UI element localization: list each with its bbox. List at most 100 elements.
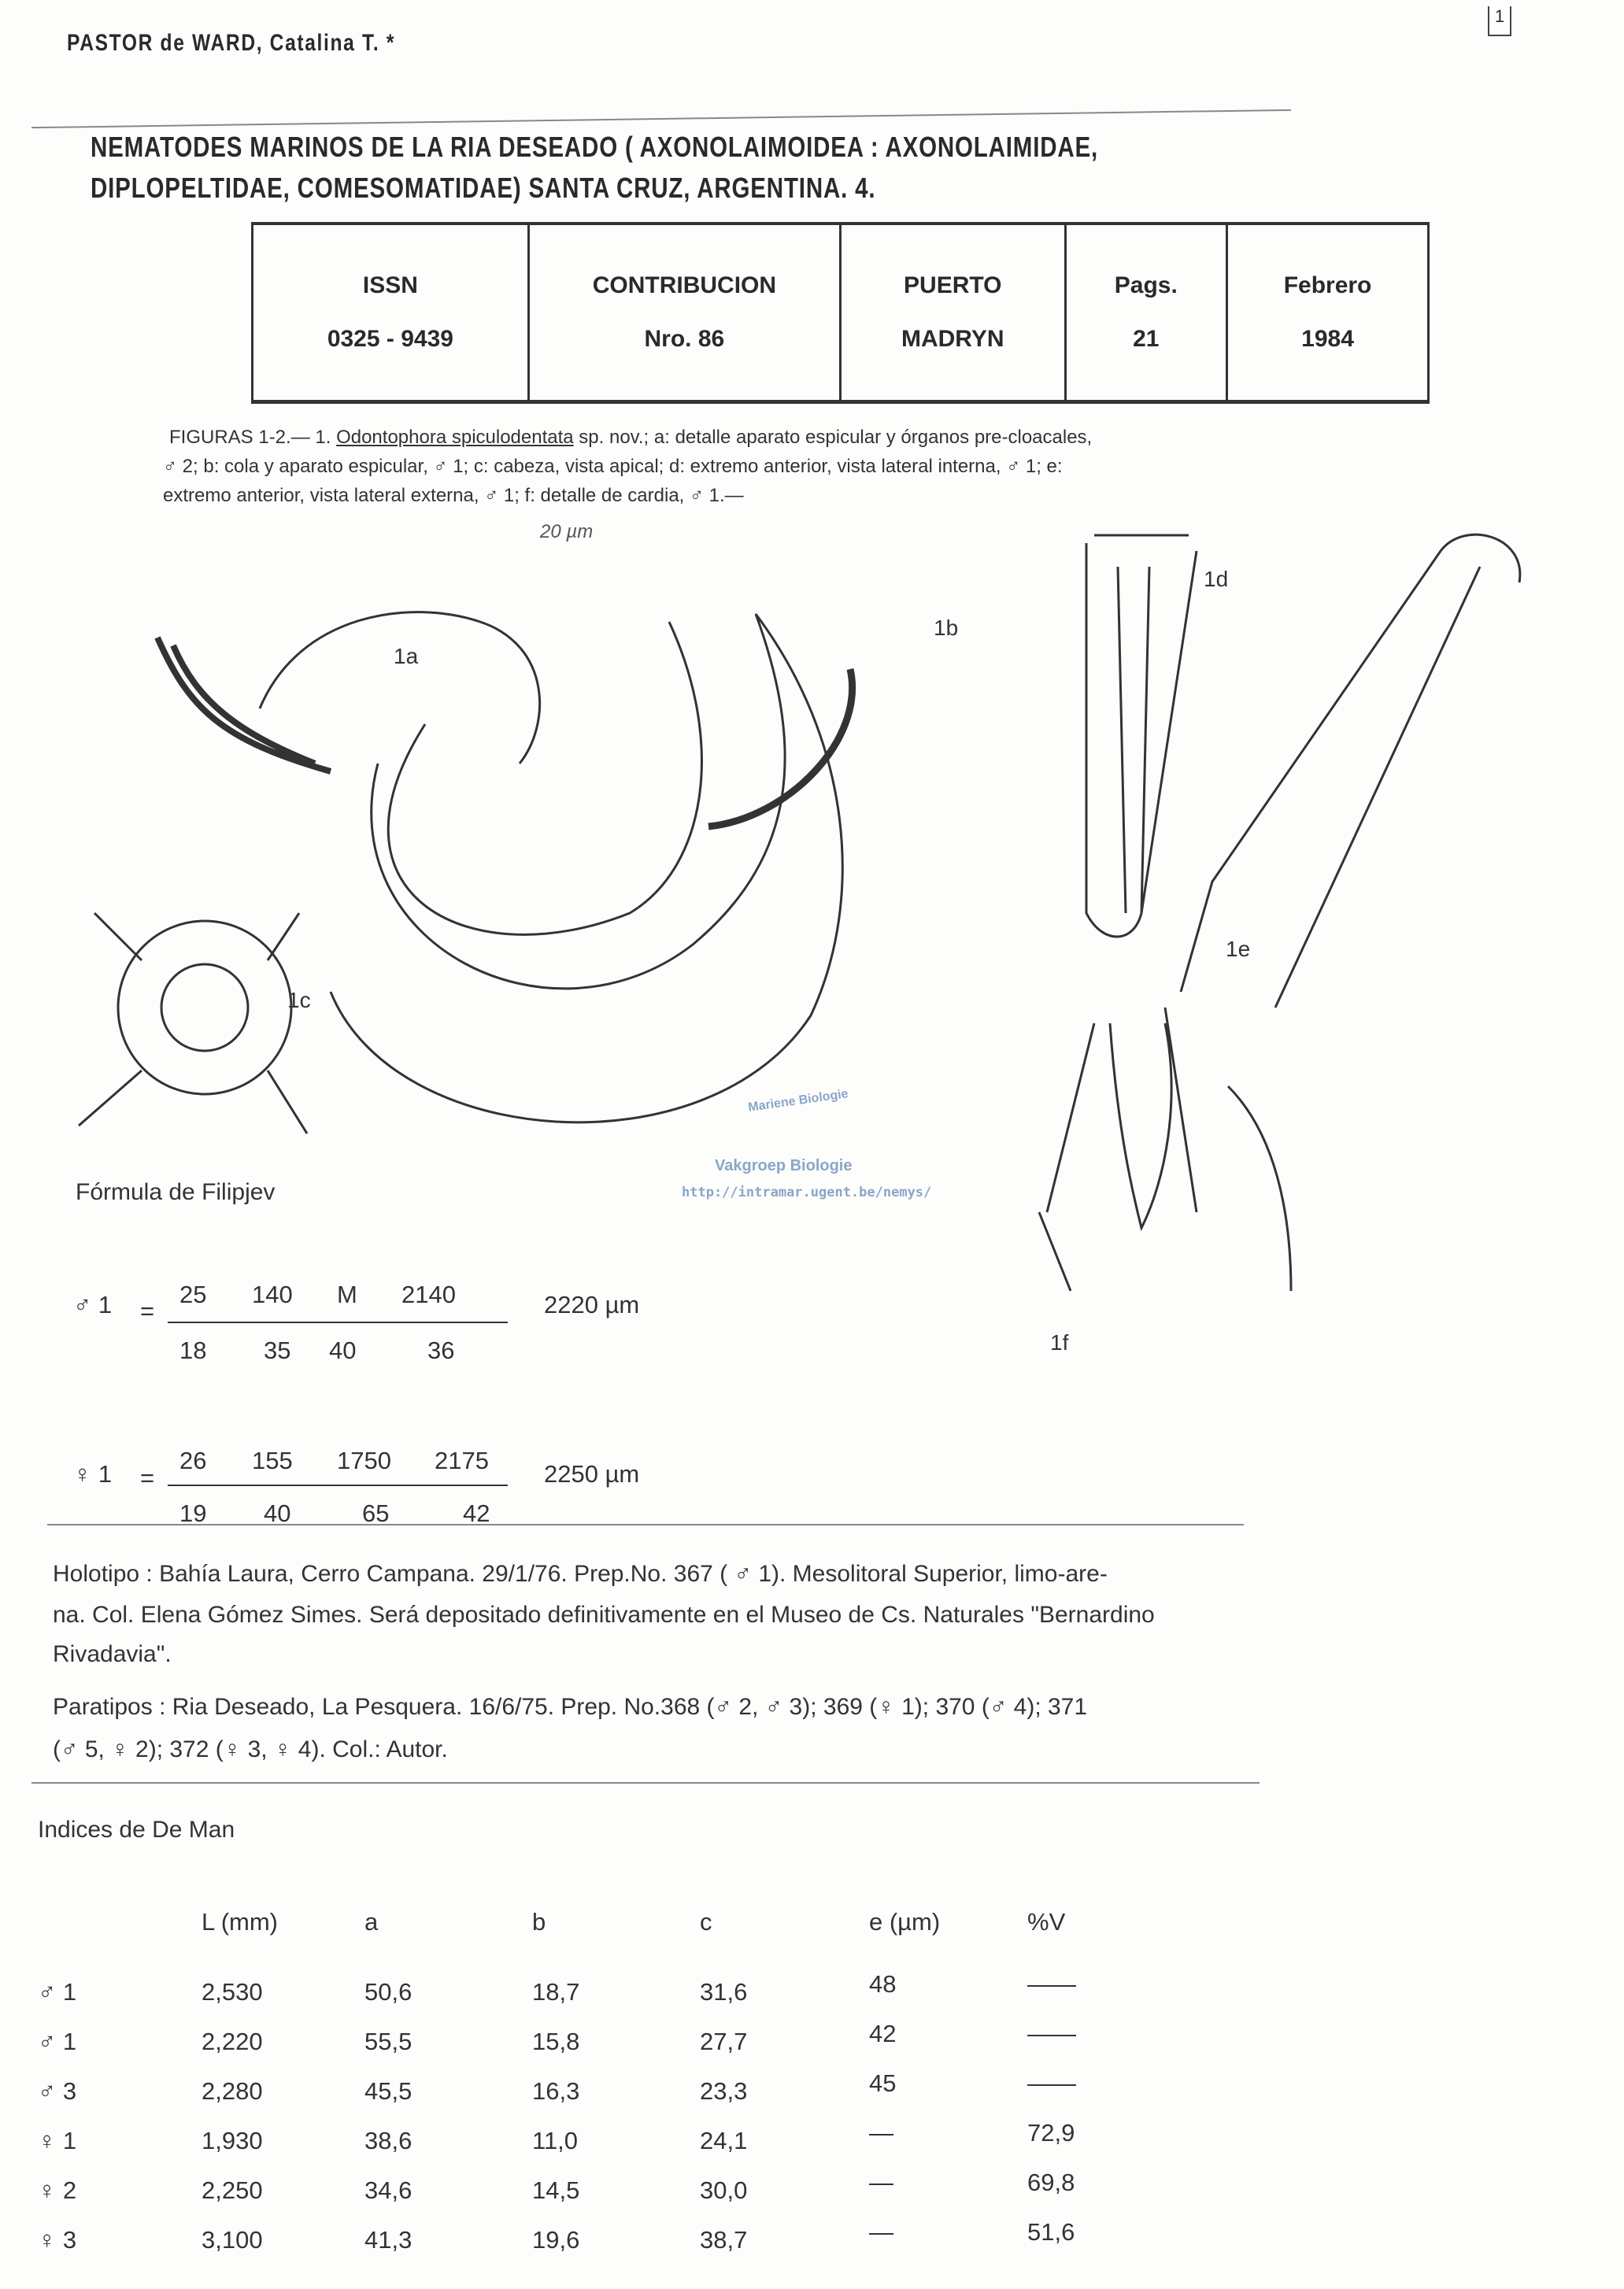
column-header: %V (1027, 1908, 1066, 1936)
divider (47, 1524, 1244, 1525)
formula-value: 155 (252, 1447, 293, 1474)
table-cell: 51,6 (1027, 2218, 1075, 2246)
row-label: ♀ 1 (38, 2127, 77, 2154)
column-header: c (700, 1908, 712, 1936)
indices-heading: Indices de De Man (38, 1817, 235, 1843)
figure-1d-head (1085, 534, 1198, 938)
table-cell: 16,3 (532, 2077, 580, 2105)
table-cell: 2,220 (202, 2028, 263, 2055)
nematode-figure-drawings (78, 533, 1522, 1292)
formula-female-total: 2250 µm (544, 1460, 640, 1488)
divider (31, 1782, 1260, 1784)
table-cell: 45,5 (364, 2077, 412, 2105)
table-cell: 45 (869, 2069, 897, 2097)
title-line-2: DIPLOPELTIDAE, COMESOMATIDAE) SANTA CRUZ… (91, 172, 876, 204)
paratipos-line-2: (♂ 5, ♀ 2); 372 (♀ 3, ♀ 4). Col.: Autor. (53, 1736, 448, 1762)
figure-1a-tail (154, 636, 332, 775)
formula-heading: Fórmula de Filipjev (76, 1179, 276, 1205)
paratipos-line-1: Paratipos : Ria Deseado, La Pesquera. 16… (53, 1694, 1088, 1720)
formula-fraction-line (168, 1322, 508, 1323)
column-header: a (364, 1908, 379, 1936)
figure-label-1c: 1c (287, 988, 311, 1012)
table-cell: 31,6 (700, 1978, 748, 2006)
table-cell: 24,1 (700, 2127, 748, 2154)
formula-equals: = (140, 1464, 155, 1492)
table-cell: 23,3 (700, 2077, 748, 2105)
table-cell: —— (1027, 1970, 1076, 1998)
figure-label-1a: 1a (394, 644, 419, 668)
formula-female-label: ♀ 1 (73, 1460, 113, 1488)
figure-1a-body (258, 611, 542, 764)
place-cell: PUERTO MADRYN (838, 225, 1064, 400)
row-label: ♀ 2 (38, 2176, 77, 2204)
table-cell: — (869, 2169, 893, 2196)
row-label: ♂ 1 (38, 2028, 77, 2055)
caption-line-3: extremo anterior, vista lateral externa,… (163, 485, 744, 506)
column-header: b (532, 1908, 546, 1936)
figure-label-1f: 1f (1050, 1330, 1069, 1355)
caption-line-1: FIGURAS 1-2.— 1. Odontophora spiculodent… (169, 427, 1092, 449)
formula-male-label: ♂ 1 (73, 1291, 113, 1318)
formula-value: 26 (179, 1447, 207, 1474)
cell-top: Febrero (1283, 272, 1372, 298)
table-cell: 41,3 (364, 2226, 412, 2254)
formula-equals: = (140, 1297, 155, 1325)
holotipo-line-1: Holotipo : Bahía Laura, Cerro Campana. 2… (53, 1561, 1108, 1587)
cell-top: CONTRIBUCION (592, 272, 777, 298)
figure-1f-cardia (1038, 1007, 1293, 1292)
formula-value: 140 (252, 1281, 293, 1308)
table-cell: 38,6 (364, 2127, 412, 2154)
formula-value: 1750 (337, 1447, 391, 1474)
row-label: ♂ 1 (38, 1978, 77, 2006)
table-cell: 72,9 (1027, 2119, 1075, 2147)
table-cell: 27,7 (700, 2028, 748, 2055)
formula-value: M (337, 1281, 357, 1308)
row-label: ♀ 3 (38, 2226, 77, 2254)
formula-value: 65 (362, 1499, 390, 1527)
formula-value: 35 (264, 1337, 291, 1364)
figure-label-1e: 1e (1226, 937, 1251, 961)
cell-bottom: 1984 (1301, 326, 1354, 352)
cell-bottom: Nro. 86 (644, 326, 725, 352)
title-line-1: NEMATODES MARINOS DE LA RIA DESEADO ( AX… (91, 131, 1099, 163)
table-cell: —— (1027, 2069, 1076, 2097)
row-label: ♂ 3 (38, 2077, 77, 2105)
formula-value: 19 (179, 1499, 207, 1527)
caption-line-2: ♂ 2; b: cola y aparato espicular, ♂ 1; c… (163, 456, 1063, 477)
divider (31, 109, 1291, 129)
table-cell: 69,8 (1027, 2169, 1075, 2196)
table-cell: 19,6 (532, 2226, 580, 2254)
caption-text: sp. nov.; a: detalle aparato espicular y… (573, 427, 1093, 448)
table-cell: —— (1027, 2020, 1076, 2047)
caption-text: FIGURAS 1-2.— 1. (169, 427, 337, 448)
formula-value: 2175 (435, 1447, 489, 1474)
scale-bar-label: 20 µm (540, 521, 594, 542)
contribution-cell: CONTRIBUCION Nro. 86 (527, 225, 839, 400)
table-cell: 15,8 (532, 2028, 580, 2055)
table-cell: 30,0 (700, 2176, 748, 2204)
formula-value: 25 (179, 1281, 207, 1308)
table-cell: 2,530 (202, 1978, 263, 2006)
species-name: Odontophora spiculodentata (336, 427, 574, 448)
table-cell: — (869, 2119, 893, 2147)
formula-value: 42 (463, 1499, 490, 1527)
figure-label-1b: 1b (934, 616, 959, 640)
date-cell: Febrero 1984 (1226, 225, 1430, 400)
table-cell: 34,6 (364, 2176, 412, 2204)
figure-label-1d: 1d (1204, 567, 1229, 591)
formula-value: 40 (329, 1337, 357, 1364)
figure-1b-body (329, 613, 844, 1124)
column-header: L (mm) (202, 1908, 278, 1936)
figure-1c-head (117, 919, 293, 1096)
table-cell: — (869, 2218, 893, 2246)
formula-value: 18 (179, 1337, 207, 1364)
figure-1b-spicule (708, 668, 856, 830)
cell-top: Pags. (1114, 272, 1178, 298)
holotipo-line-2: na. Col. Elena Gómez Simes. Será deposit… (53, 1602, 1155, 1628)
cell-bottom: MADRYN (901, 326, 1004, 352)
table-cell: 3,100 (202, 2226, 263, 2254)
watermark-middle: Vakgroep Biologie (715, 1157, 853, 1174)
cell-top: PUERTO (904, 272, 1002, 298)
